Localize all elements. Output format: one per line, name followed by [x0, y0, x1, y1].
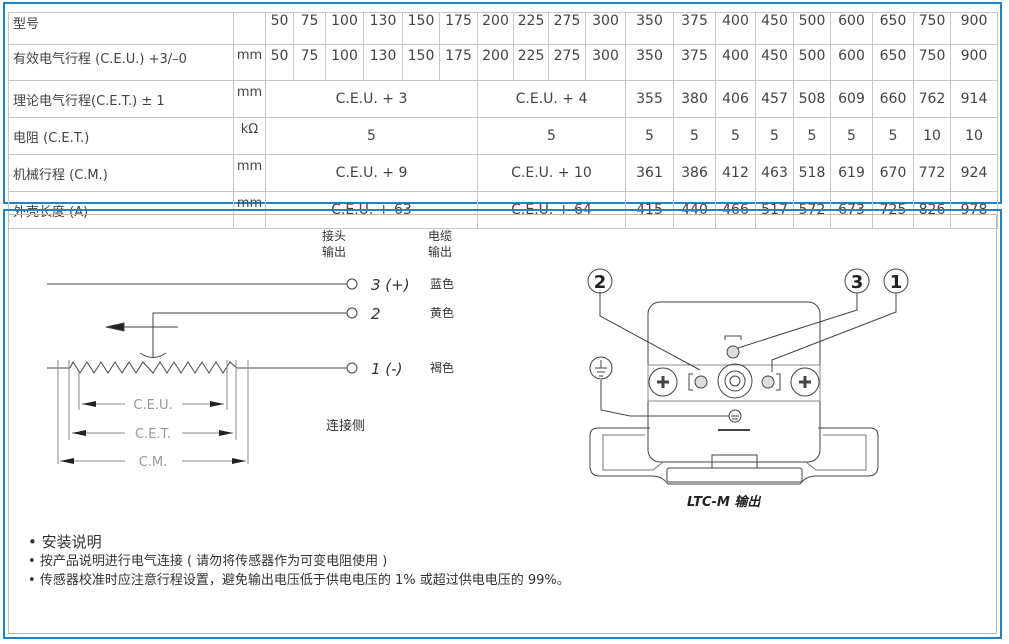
table-cell: 75	[293, 44, 326, 81]
pin-label: 3 (+)	[371, 276, 410, 294]
diagram-frame	[3, 209, 1002, 639]
callout-label: 2	[594, 272, 607, 293]
table-cell: 914	[950, 80, 998, 118]
table-cell: 450	[755, 44, 794, 81]
table-cell: 457	[755, 80, 794, 118]
table-cell: 386	[673, 154, 716, 192]
table-cell: 350	[625, 44, 674, 81]
table-cell: 900	[950, 44, 998, 81]
table-cell: 100	[325, 44, 364, 81]
wiper-arc	[139, 352, 167, 358]
leader-2	[599, 292, 701, 371]
table-cell: 5	[830, 117, 873, 155]
installation-notes: • 安装说明 • 按产品说明进行电气连接 ( 请勿将传感器作为可变电阻使用 ) …	[28, 533, 570, 588]
table-cell: 924	[950, 154, 998, 192]
table-cell: 450	[755, 12, 794, 45]
pin-color: 蓝色	[430, 277, 454, 291]
screw-icon	[648, 367, 678, 397]
row-label: 机械行程 (C.M.)	[8, 154, 234, 192]
leader-1	[771, 293, 897, 372]
dimension-arrowheads	[60, 401, 246, 464]
note-item: 传感器校准时应注意行程设置，避免输出电压低于供电电压的 1% 或超过供电电压的 …	[39, 573, 570, 588]
table-cell: 406	[715, 80, 756, 118]
table-cell: 361	[625, 154, 674, 192]
table-cell: 500	[793, 44, 831, 81]
wiper-wire	[152, 312, 347, 357]
connector-title: LTC-M 输出	[687, 494, 761, 510]
cable-header: 输出	[428, 244, 452, 259]
table-cell: 400	[715, 44, 756, 81]
pin-color: 褐色	[430, 360, 454, 375]
connector-header: 接头	[322, 228, 346, 243]
row-label: 有效电气行程 (C.E.U.) +3/–0	[8, 44, 234, 81]
callout-1	[883, 268, 909, 294]
table-cell: 175	[439, 12, 478, 45]
row-unit	[233, 12, 266, 45]
dim-ceu: C.E.U.	[133, 398, 172, 413]
schematic: 接头 输出 电缆 输出 3 (+) 蓝色 2 黄色 1 (-) 褐色 C.E.U…	[47, 228, 454, 470]
connector-view: 2 3 1 LTC-M 输出	[587, 268, 909, 510]
terminal-2	[346, 307, 358, 319]
dim-cm: C.M.	[139, 455, 168, 470]
callout-2	[587, 268, 613, 294]
connector-body	[647, 301, 821, 463]
table-cell: 5	[793, 117, 831, 155]
table-cell: 10	[913, 117, 951, 155]
merged-cell: C.E.U. + 4	[477, 80, 626, 118]
table-cell: 375	[673, 12, 716, 45]
notes-heading: 安装说明	[41, 533, 102, 551]
resistor-zigzag	[69, 360, 238, 374]
screw-icon	[790, 367, 820, 397]
table-cell: 670	[872, 154, 914, 192]
table-cell: 10	[950, 117, 998, 155]
table-cell: 508	[793, 80, 831, 118]
table-cell: 130	[363, 44, 403, 81]
pin-label: 1 (-)	[371, 360, 402, 378]
terminal-3	[346, 278, 358, 290]
callout-label: 3	[851, 272, 864, 293]
table-cell: 609	[830, 80, 873, 118]
row-label: 理论电气行程(C.E.T.) ± 1	[8, 80, 234, 118]
pin-color: 黄色	[430, 306, 454, 320]
table-cell: 5	[625, 117, 674, 155]
diagram-inner-frame	[8, 214, 997, 634]
table-cell: 150	[402, 12, 440, 45]
table-cell: 200	[477, 12, 514, 45]
table-cell: 900	[950, 12, 998, 45]
arrow-left-icon	[105, 322, 125, 332]
leader-3	[737, 293, 858, 349]
merged-cell: C.E.U. + 10	[477, 154, 626, 192]
note-item: 按产品说明进行电气连接 ( 请勿将传感器作为可变电阻使用 )	[39, 554, 388, 569]
connection-side-label: 连接侧	[326, 418, 365, 434]
table-cell: 600	[830, 12, 873, 45]
table-cell: 225	[513, 12, 549, 45]
merged-cell: 5	[477, 117, 626, 155]
table-cell: 750	[913, 12, 951, 45]
mounting-clip	[589, 427, 879, 485]
table-cell: 619	[830, 154, 873, 192]
row-unit: mm	[233, 80, 266, 118]
terminal-1	[346, 362, 358, 374]
table-cell: 750	[913, 44, 951, 81]
table-cell: 463	[755, 154, 794, 192]
table-cell: 355	[625, 80, 674, 118]
callout-3	[844, 268, 870, 294]
leader-ground	[600, 380, 729, 417]
row-unit: kΩ	[233, 117, 266, 155]
connector-header: 输出	[322, 244, 346, 259]
ground-icon	[589, 356, 613, 380]
pin-label: 2	[371, 305, 381, 323]
table-cell: 225	[513, 44, 549, 81]
table-cell: 300	[585, 12, 626, 45]
dim-cet: C.E.T.	[135, 427, 171, 442]
cable-header: 电缆	[428, 229, 452, 243]
callout-label: 1	[890, 272, 903, 293]
